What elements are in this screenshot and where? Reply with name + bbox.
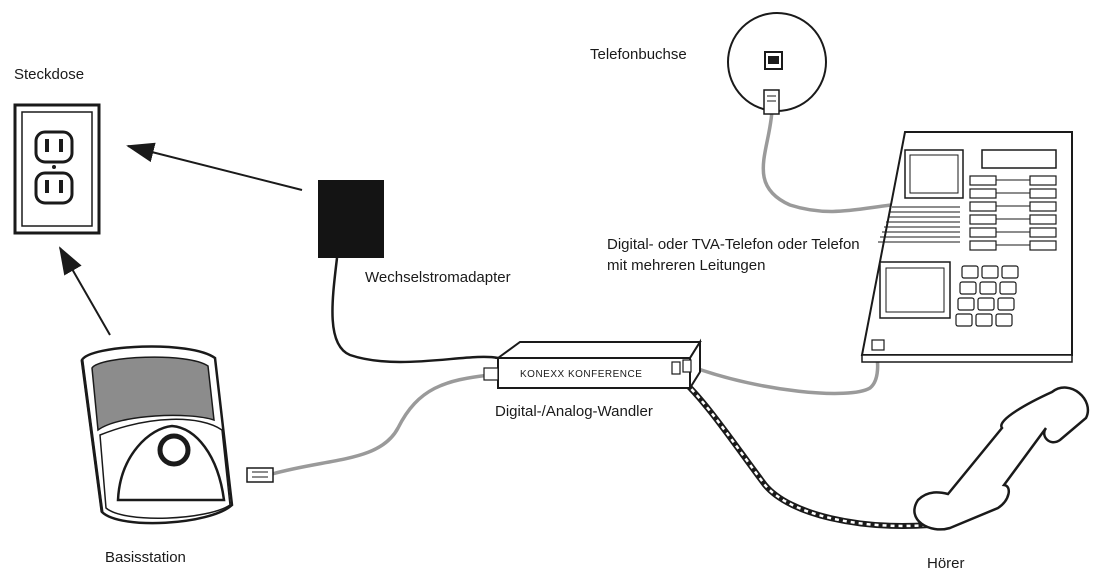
base-station-label: Basisstation xyxy=(105,549,186,566)
base-to-converter-cord xyxy=(271,373,491,476)
phone-jack-icon xyxy=(727,12,827,115)
adapter-cord xyxy=(331,257,499,364)
converter-brand-label: KONEXX KONFERENCE xyxy=(520,369,643,380)
ac-adapter-label: Wechselstromadapter xyxy=(365,269,511,286)
desk-phone-icon xyxy=(860,131,1073,363)
jack-to-phone-cord xyxy=(761,109,901,214)
wall-outlet-icon xyxy=(13,103,101,235)
handset-coiled-cord xyxy=(678,375,931,529)
base-to-outlet-arrow xyxy=(59,246,111,336)
converter-box-icon xyxy=(483,338,702,392)
adapter-to-outlet-arrow xyxy=(126,142,303,191)
converter-label: Digital-/Analog-Wandler xyxy=(495,403,653,420)
power-adapter-icon xyxy=(318,180,384,258)
desk-phone-label: Digital- oder TVA-Telefon oder Telefon m… xyxy=(607,236,860,274)
handset-icon xyxy=(913,386,1090,531)
converter-to-phone-cord xyxy=(689,351,880,396)
phone-jack-label: Telefonbuchse xyxy=(590,46,687,63)
base-station-icon xyxy=(80,345,274,525)
outlet-label: Steckdose xyxy=(14,66,85,83)
handset-label: Hörer xyxy=(927,555,965,572)
